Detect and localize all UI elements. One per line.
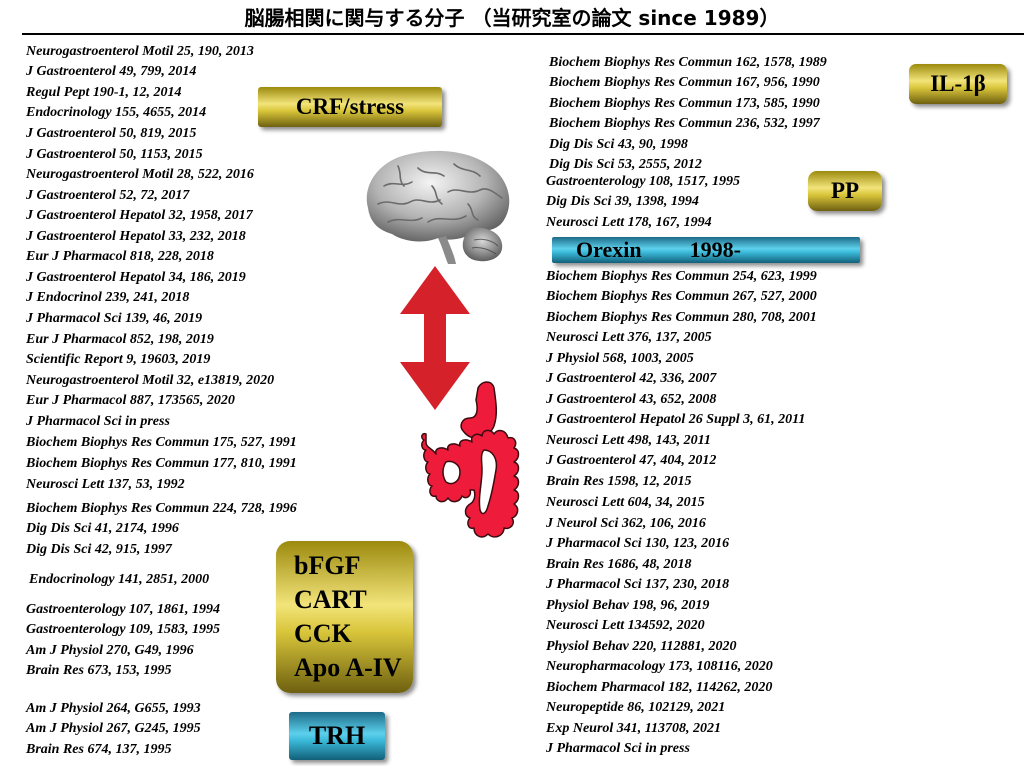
right-reference-29: Neuropharmacology 173, 108116, 2020 — [546, 659, 773, 674]
left-reference-28: Gastroenterology 109, 1583, 1995 — [26, 622, 221, 637]
left-reference-20: Biochem Biophys Res Commun 175, 527, 199… — [26, 435, 297, 450]
left-reference-3: Regul Pept 190-1, 12, 2014 — [26, 85, 182, 100]
left-reference-31: Am J Physiol 264, G655, 1993 — [26, 701, 201, 716]
left-reference-16: Scientific Report 9, 19603, 2019 — [26, 352, 211, 367]
right-reference-28: Physiol Behav 220, 112881, 2020 — [546, 639, 737, 654]
left-reference-32: Am J Physiol 267, G245, 1995 — [26, 721, 201, 736]
double-arrow-icon — [400, 266, 470, 410]
title-divider — [22, 33, 1024, 35]
right-reference-31: Neuropeptide 86, 102129, 2021 — [546, 700, 726, 715]
peptide-cck: CCK — [294, 619, 352, 648]
right-reference-4: Biochem Biophys Res Commun 236, 532, 199… — [549, 116, 820, 131]
left-reference-2: J Gastroenterol 49, 799, 2014 — [26, 64, 197, 79]
left-reference-22: Neurosci Lett 137, 53, 1992 — [26, 477, 185, 492]
left-reference-25: Dig Dis Sci 42, 915, 1997 — [26, 542, 172, 557]
pp-label: PP — [808, 171, 882, 211]
gut-icon — [421, 381, 520, 538]
crf-stress-label: CRF/stress — [258, 87, 442, 127]
right-reference-26: Physiol Behav 198, 96, 2019 — [546, 598, 710, 613]
right-reference-33: J Pharmacol Sci in press — [546, 741, 690, 756]
right-reference-19: J Gastroenterol 47, 404, 2012 — [546, 453, 717, 468]
right-reference-20: Brain Res 1598, 12, 2015 — [546, 474, 692, 489]
trh-label: TRH — [289, 712, 385, 760]
right-reference-17: J Gastroenterol Hepatol 26 Suppl 3, 61, … — [546, 412, 806, 427]
page-title: 脳腸相関に関与する分子 （当研究室の論文 since 1989） — [244, 6, 780, 30]
right-reference-6: Dig Dis Sci 53, 2555, 2012 — [549, 157, 702, 172]
right-reference-24: Brain Res 1686, 48, 2018 — [546, 557, 692, 572]
right-reference-9: Neurosci Lett 178, 167, 1994 — [546, 215, 712, 230]
left-reference-26: Endocrinology 141, 2851, 2000 — [29, 572, 210, 587]
right-reference-1: Biochem Biophys Res Commun 162, 1578, 19… — [549, 55, 827, 70]
il1b-text: IL-1β — [930, 71, 986, 96]
left-reference-10: J Gastroenterol Hepatol 33, 232, 2018 — [26, 229, 246, 244]
left-reference-23: Biochem Biophys Res Commun 224, 728, 199… — [26, 501, 297, 516]
right-reference-13: Neurosci Lett 376, 137, 2005 — [546, 330, 712, 345]
trh-text: TRH — [308, 721, 366, 750]
left-reference-29: Am J Physiol 270, G49, 1996 — [26, 643, 194, 658]
il1b-label: IL-1β — [909, 64, 1007, 104]
right-reference-30: Biochem Pharmacol 182, 114262, 2020 — [546, 680, 773, 695]
right-reference-5: Dig Dis Sci 43, 90, 1998 — [549, 137, 688, 152]
peptide-bfgf: bFGF — [294, 551, 361, 580]
left-reference-4: Endocrinology 155, 4655, 2014 — [26, 105, 207, 120]
right-reference-10: Biochem Biophys Res Commun 254, 623, 199… — [546, 269, 817, 284]
pp-text: PP — [830, 178, 860, 203]
right-reference-2: Biochem Biophys Res Commun 167, 956, 199… — [549, 75, 820, 90]
crf-stress-text: CRF/stress — [295, 94, 405, 119]
left-reference-8: J Gastroenterol 52, 72, 2017 — [26, 188, 190, 203]
right-reference-27: Neurosci Lett 134592, 2020 — [546, 618, 705, 633]
right-reference-22: J Neurol Sci 362, 106, 2016 — [546, 516, 706, 531]
right-reference-8: Dig Dis Sci 39, 1398, 1994 — [546, 194, 699, 209]
right-reference-15: J Gastroenterol 42, 336, 2007 — [546, 371, 717, 386]
peptide-apo-a-iv: Apo A-IV — [294, 653, 402, 682]
right-reference-32: Exp Neurol 341, 113708, 2021 — [546, 721, 722, 736]
left-reference-7: Neurogastroenterol Motil 28, 522, 2016 — [26, 167, 254, 182]
left-reference-13: J Endocrinol 239, 241, 2018 — [26, 290, 190, 305]
right-reference-16: J Gastroenterol 43, 652, 2008 — [546, 392, 717, 407]
right-reference-21: Neurosci Lett 604, 34, 2015 — [546, 495, 705, 510]
left-reference-5: J Gastroenterol 50, 819, 2015 — [26, 126, 197, 141]
right-reference-23: J Pharmacol Sci 130, 123, 2016 — [546, 536, 730, 551]
right-reference-7: Gastroenterology 108, 1517, 1995 — [546, 174, 741, 189]
left-reference-21: Biochem Biophys Res Commun 177, 810, 199… — [26, 456, 297, 471]
left-reference-30: Brain Res 673, 153, 1995 — [26, 663, 172, 678]
right-reference-14: J Physiol 568, 1003, 2005 — [546, 351, 694, 366]
right-reference-25: J Pharmacol Sci 137, 230, 2018 — [546, 577, 730, 592]
orexin-text: Orexin — [576, 237, 642, 262]
left-reference-18: Eur J Pharmacol 887, 173565, 2020 — [26, 393, 235, 408]
orexin-label: Orexin 1998- — [552, 237, 860, 263]
right-reference-12: Biochem Biophys Res Commun 280, 708, 200… — [546, 310, 817, 325]
left-reference-33: Brain Res 674, 137, 1995 — [26, 742, 172, 757]
left-reference-24: Dig Dis Sci 41, 2174, 1996 — [26, 521, 179, 536]
left-reference-14: J Pharmacol Sci 139, 46, 2019 — [26, 311, 203, 326]
left-reference-27: Gastroenterology 107, 1861, 1994 — [26, 602, 221, 617]
left-reference-9: J Gastroenterol Hepatol 32, 1958, 2017 — [26, 208, 253, 223]
orexin-year-text: 1998- — [689, 237, 741, 262]
left-reference-19: J Pharmacol Sci in press — [26, 414, 170, 429]
left-reference-12: J Gastroenterol Hepatol 34, 186, 2019 — [26, 270, 246, 285]
brain-icon — [366, 150, 510, 264]
peptide-cart: CART — [294, 585, 367, 614]
peptide-list-label: bFGF CART CCK Apo A-IV — [276, 541, 413, 693]
left-reference-17: Neurogastroenterol Motil 32, e13819, 202… — [26, 373, 275, 388]
left-reference-6: J Gastroenterol 50, 1153, 2015 — [26, 147, 203, 162]
right-reference-11: Biochem Biophys Res Commun 267, 527, 200… — [546, 289, 817, 304]
left-reference-15: Eur J Pharmacol 852, 198, 2019 — [26, 332, 214, 347]
left-reference-1: Neurogastroenterol Motil 25, 190, 2013 — [26, 44, 254, 59]
right-reference-18: Neurosci Lett 498, 143, 2011 — [546, 433, 711, 448]
left-reference-11: Eur J Pharmacol 818, 228, 2018 — [26, 249, 214, 264]
right-reference-3: Biochem Biophys Res Commun 173, 585, 199… — [549, 96, 820, 111]
